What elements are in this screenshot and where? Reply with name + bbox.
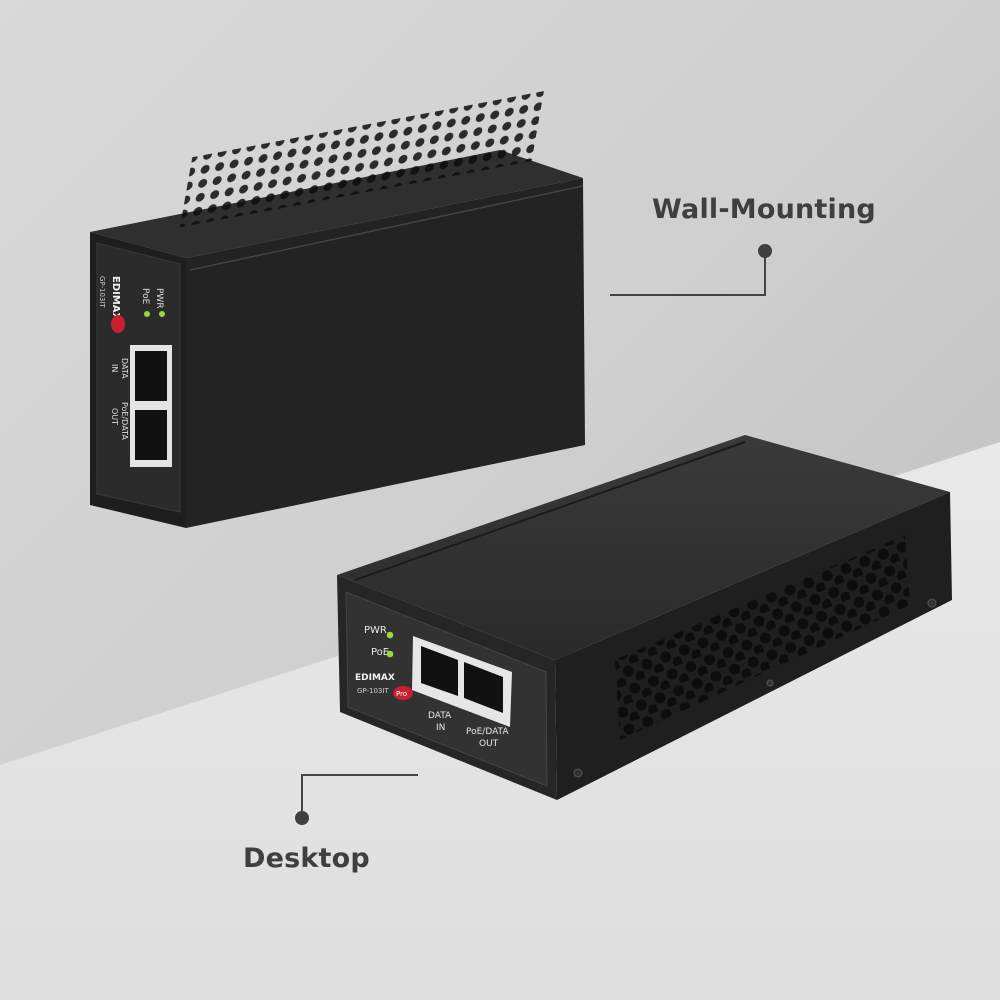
- desktop-device: PWR PoE EDIMAX GP-103IT Pro DATA IN PoE/…: [337, 435, 952, 800]
- desktop-callout-pointer: [295, 774, 418, 825]
- svg-text:OUT: OUT: [479, 739, 499, 749]
- svg-text:PWR: PWR: [154, 288, 164, 309]
- wall-mounted-device: PWR PoE EDIMAX GP-103IT DATA IN PoE/DATA…: [90, 91, 585, 528]
- svg-text:DATA: DATA: [428, 711, 452, 721]
- wall-callout-pointer: [610, 244, 772, 296]
- svg-text:GP-103IT: GP-103IT: [98, 276, 106, 308]
- svg-text:IN: IN: [436, 723, 445, 733]
- svg-text:PoE: PoE: [371, 647, 389, 658]
- svg-text:PoE: PoE: [140, 288, 150, 305]
- svg-text:PoE/DATA: PoE/DATA: [466, 727, 509, 737]
- svg-text:PoE/DATA: PoE/DATA: [120, 402, 129, 440]
- svg-text:DATA: DATA: [120, 358, 129, 379]
- desktop-label: Desktop: [243, 843, 370, 874]
- svg-text:EDIMAX: EDIMAX: [355, 673, 395, 683]
- wall-mounting-label: Wall-Mounting: [652, 194, 876, 225]
- svg-text:OUT: OUT: [110, 408, 119, 425]
- svg-text:GP-103IT: GP-103IT: [357, 687, 389, 695]
- svg-text:Pro: Pro: [396, 690, 407, 698]
- svg-text:PWR: PWR: [364, 625, 387, 636]
- svg-text:EDIMAX: EDIMAX: [110, 276, 121, 321]
- svg-text:IN: IN: [110, 364, 119, 372]
